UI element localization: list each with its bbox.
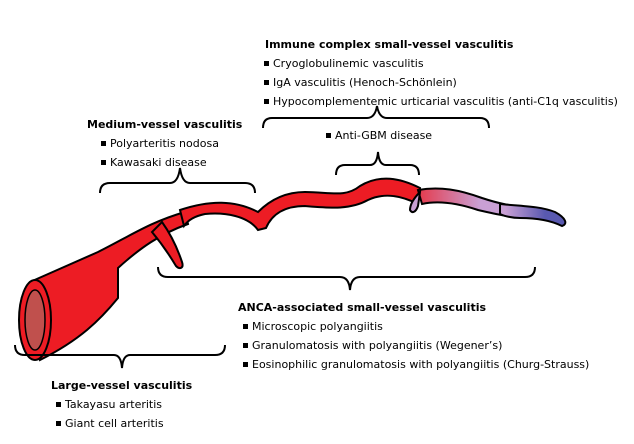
list-item: IgA vasculitis (Henoch-Schönlein) bbox=[263, 73, 618, 92]
list-item: Eosinophilic granulomatosis with polyang… bbox=[242, 355, 589, 374]
immune-complex-vasculitis-label: Immune complex small-vessel vasculitis C… bbox=[263, 35, 618, 111]
anca-bracket bbox=[157, 266, 536, 291]
anti-gbm-list: Anti-GBM disease bbox=[325, 126, 432, 145]
artery-branch bbox=[150, 220, 184, 270]
list-item: Granulomatosis with polyangiitis (Wegene… bbox=[242, 336, 589, 355]
list-item: Anti-GBM disease bbox=[325, 126, 432, 145]
list-item: Kawasaki disease bbox=[100, 153, 242, 172]
capillary-vessel bbox=[499, 202, 567, 228]
artery-lumen bbox=[24, 289, 46, 351]
immune-complex-bracket bbox=[262, 105, 490, 129]
anca-vasculitis-label: ANCA-associated small-vessel vasculitis … bbox=[238, 298, 589, 374]
list-item: Cryoglobulinemic vasculitis bbox=[263, 54, 618, 73]
list-item: Microscopic polyangiitis bbox=[242, 317, 589, 336]
medium-vessel-bracket bbox=[99, 167, 256, 194]
list-item: Polyarteritis nodosa bbox=[100, 134, 242, 153]
immune-complex-title: Immune complex small-vessel vasculitis bbox=[265, 38, 514, 51]
large-vessel-title: Large-vessel vasculitis bbox=[51, 379, 193, 392]
medium-vessel-list: Polyarteritis nodosa Kawasaki disease bbox=[100, 134, 242, 172]
list-item: Hypocomplementemic urticarial vasculitis… bbox=[263, 92, 618, 111]
immune-complex-list: Cryoglobulinemic vasculitis IgA vasculit… bbox=[263, 54, 618, 111]
medium-vessel-vasculitis-label: Medium-vessel vasculitis Polyarteritis n… bbox=[87, 115, 242, 172]
large-vessel-bracket bbox=[14, 344, 226, 369]
list-item: Giant cell arteritis bbox=[55, 414, 192, 433]
anca-list: Microscopic polyangiitis Granulomatosis … bbox=[242, 317, 589, 374]
anca-title: ANCA-associated small-vessel vasculitis bbox=[238, 301, 487, 314]
anti-gbm-label: Anti-GBM disease bbox=[325, 126, 432, 145]
large-artery bbox=[28, 210, 190, 362]
anti-gbm-bracket bbox=[335, 151, 420, 176]
medium-artery bbox=[178, 177, 422, 232]
medium-vessel-title: Medium-vessel vasculitis bbox=[87, 118, 243, 131]
list-item: Takayasu arteritis bbox=[55, 395, 192, 414]
large-vessel-vasculitis-label: Large-vessel vasculitis Takayasu arterit… bbox=[51, 376, 192, 433]
large-vessel-list: Takayasu arteritis Giant cell arteritis bbox=[55, 395, 192, 433]
small-vessel-branch bbox=[408, 189, 422, 214]
